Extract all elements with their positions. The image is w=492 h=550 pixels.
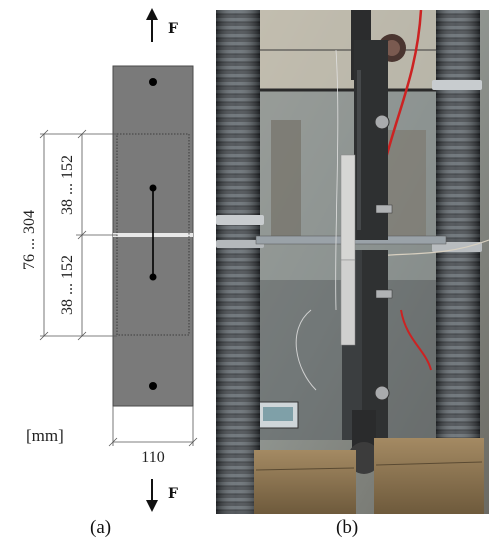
hole-bottom [149, 382, 157, 390]
specimen-schematic: F 76 ... 304 38 ... 152 38 ... 152 [mm] [21, 8, 198, 512]
dimension-line-width [108, 406, 198, 447]
caption-b: (b) [336, 517, 359, 538]
photo-illustration [216, 10, 489, 514]
gauge-point-lower [149, 273, 157, 281]
caption-a: (a) [90, 517, 112, 538]
dim-upper-label: 38 ... 152 [59, 155, 76, 215]
gauge-point-upper [149, 184, 157, 192]
dim-lower-label: 38 ... 152 [59, 255, 76, 315]
force-arrow-bottom [146, 479, 158, 512]
force-label-bottom: F [168, 486, 178, 502]
width-label: 110 [141, 449, 164, 466]
dimension-lines-left [39, 129, 117, 341]
dim-total-label: 76 ... 304 [21, 210, 38, 270]
hole-top [149, 78, 157, 86]
overlap-zone [116, 133, 190, 336]
force-label-top: F [168, 21, 178, 37]
test-setup-photo [216, 10, 489, 514]
unit-label: [mm] [26, 426, 64, 445]
force-arrow-top [146, 8, 158, 42]
